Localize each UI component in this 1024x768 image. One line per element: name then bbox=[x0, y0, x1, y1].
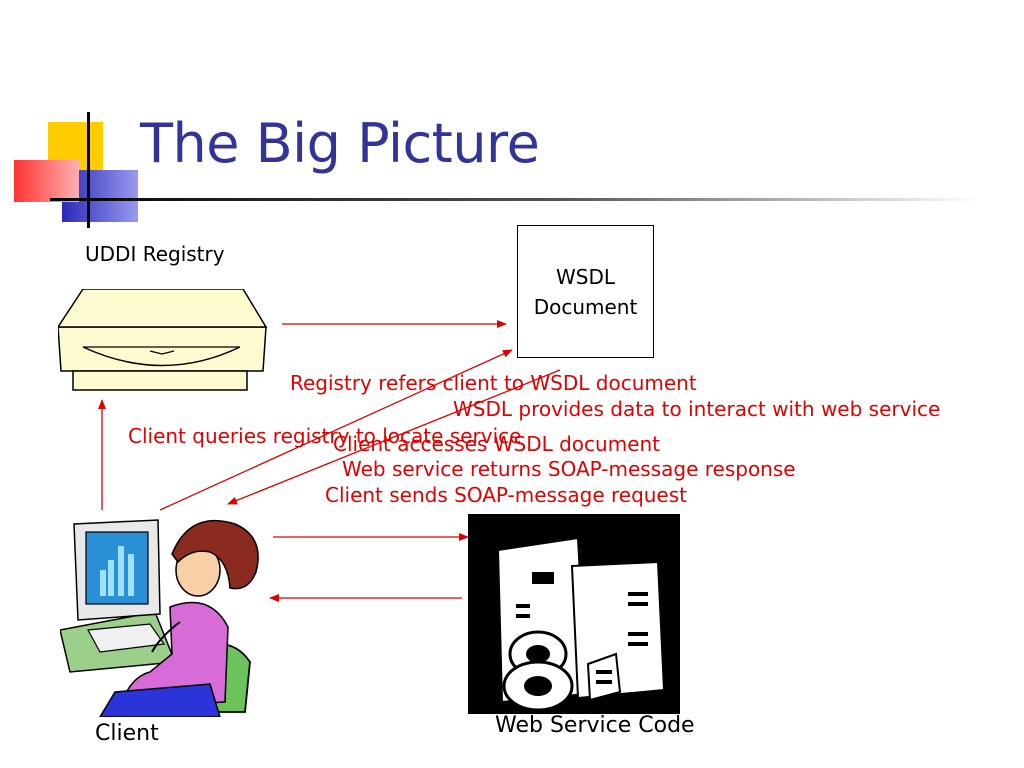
step-registry-refers: Registry refers client to WSDL document bbox=[290, 371, 697, 395]
uddi-registry-label: UDDI Registry bbox=[85, 242, 225, 266]
arrow-client-to-wsdl bbox=[159, 349, 513, 511]
web-service-server-icon bbox=[468, 514, 680, 714]
step-client-accesses: Client accesses WSDL document bbox=[333, 432, 661, 456]
client-icon bbox=[60, 519, 259, 717]
step-service-returns: Web service returns SOAP-message respons… bbox=[342, 457, 796, 481]
title-decoration bbox=[14, 112, 980, 228]
title-underline bbox=[50, 198, 980, 201]
wsdl-document-box: WSDL Document bbox=[517, 225, 654, 358]
wsdl-document-label-line1: WSDL bbox=[555, 265, 615, 289]
step-client-sends: Client sends SOAP-message request bbox=[325, 483, 688, 507]
page-title: The Big Picture bbox=[140, 112, 540, 175]
arrow-wsdl-to-client bbox=[227, 369, 561, 505]
vertical-rule bbox=[87, 112, 90, 228]
uddi-registry-icon bbox=[58, 289, 268, 391]
web-service-code-label: Web Service Code bbox=[495, 713, 695, 738]
step-client-queries: Client queries registry to locate servic… bbox=[128, 424, 522, 448]
red-square bbox=[14, 160, 79, 202]
step-wsdl-provides: WSDL provides data to interact with web … bbox=[453, 397, 941, 421]
client-label: Client bbox=[95, 721, 159, 746]
wsdl-document-label-line2: Document bbox=[533, 295, 638, 319]
